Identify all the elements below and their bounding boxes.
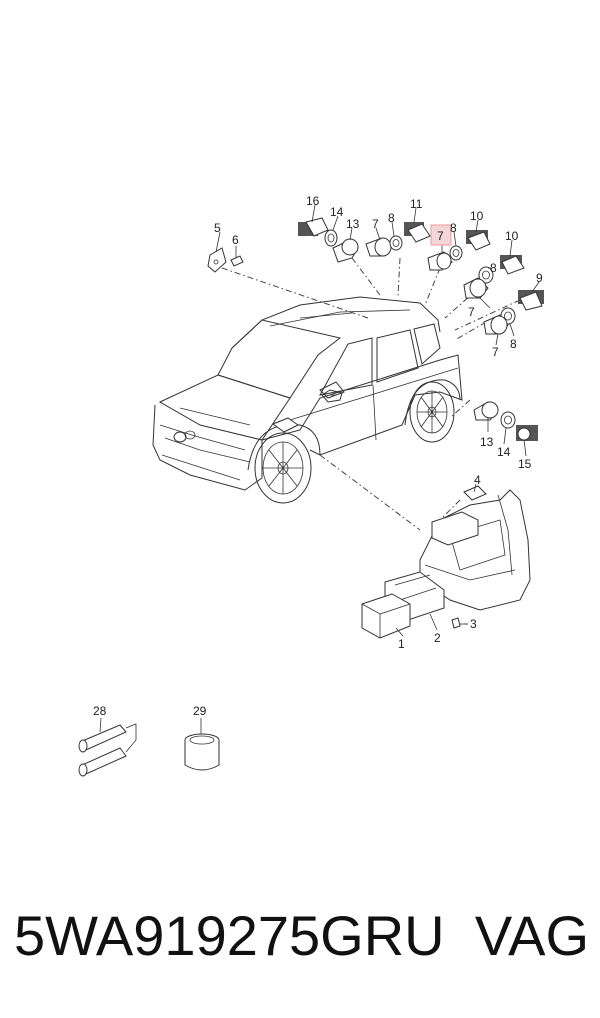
callout-6: 6 [232, 233, 239, 247]
sensor-part-13b [473, 401, 499, 421]
sensor-part-7d [483, 314, 509, 335]
callout-16: 16 [306, 194, 320, 208]
ring-part-8c [478, 266, 494, 284]
parts-control-unit [361, 485, 531, 639]
callout-5: 5 [214, 221, 221, 235]
ring-part-14 [324, 229, 338, 247]
cap-part-10a [466, 230, 491, 251]
callout-13a: 13 [346, 217, 360, 231]
callout-7c: 7 [492, 345, 499, 359]
callout-14b: 14 [497, 445, 511, 459]
cap-part-10b [500, 255, 525, 275]
callout-9: 9 [536, 271, 543, 285]
callout-7a: 7 [372, 217, 379, 231]
callout-13b: 13 [480, 435, 494, 449]
brand-label: VAG [474, 903, 589, 967]
ring-part-29 [184, 733, 220, 771]
callout-1: 1 [398, 637, 405, 651]
callout-8a: 8 [388, 211, 395, 225]
callout-8b: 8 [450, 221, 457, 235]
highlight-box [430, 224, 452, 246]
callout-2: 2 [434, 631, 441, 645]
callout-10b: 10 [505, 229, 519, 243]
parts-accessories [78, 723, 220, 777]
wire-harness-part-28 [78, 723, 137, 777]
callout-leaders [99, 204, 540, 734]
callout-10a: 10 [470, 209, 484, 223]
callout-14a: 14 [330, 205, 344, 219]
callout-8c: 8 [490, 261, 497, 275]
cap-part-11 [404, 222, 431, 243]
callout-11: 11 [410, 197, 423, 211]
parts-top-row [207, 217, 544, 441]
callout-7-highlighted: 7 [437, 229, 444, 243]
cap-part-16 [298, 217, 329, 237]
callout-4: 4 [474, 473, 481, 487]
callout-3: 3 [470, 617, 477, 631]
callout-15: 15 [518, 457, 532, 471]
cap-part-15 [516, 425, 538, 441]
ring-part-14b [500, 411, 516, 429]
parts-diagram: 1 2 3 4 5 6 16 14 13 7 8 11 7 8 10 10 8 … [78, 194, 544, 777]
sensor-part-13 [332, 238, 359, 263]
sensor-part-7-highlighted [427, 251, 453, 271]
footer: 5WA919275GRU VAG [14, 900, 589, 970]
vehicle-illustration [152, 296, 463, 504]
ring-part-8a [389, 235, 403, 251]
bracket-part-5 [207, 247, 227, 273]
callout-29: 29 [193, 704, 207, 718]
cap-part-9 [518, 290, 544, 311]
callout-8d: 8 [510, 337, 517, 351]
callout-28: 28 [93, 704, 107, 718]
sensor-part-7c [463, 277, 489, 299]
sensor-part-7a [365, 237, 393, 257]
callout-numbers: 1 2 3 4 5 6 16 14 13 7 8 11 7 8 10 10 8 … [93, 194, 543, 718]
callout-7b: 7 [468, 305, 475, 319]
clip-part-6 [230, 255, 244, 267]
part-number: 5WA919275GRU [14, 903, 445, 967]
ring-part-8b [449, 245, 463, 261]
leader-lines [221, 257, 521, 531]
